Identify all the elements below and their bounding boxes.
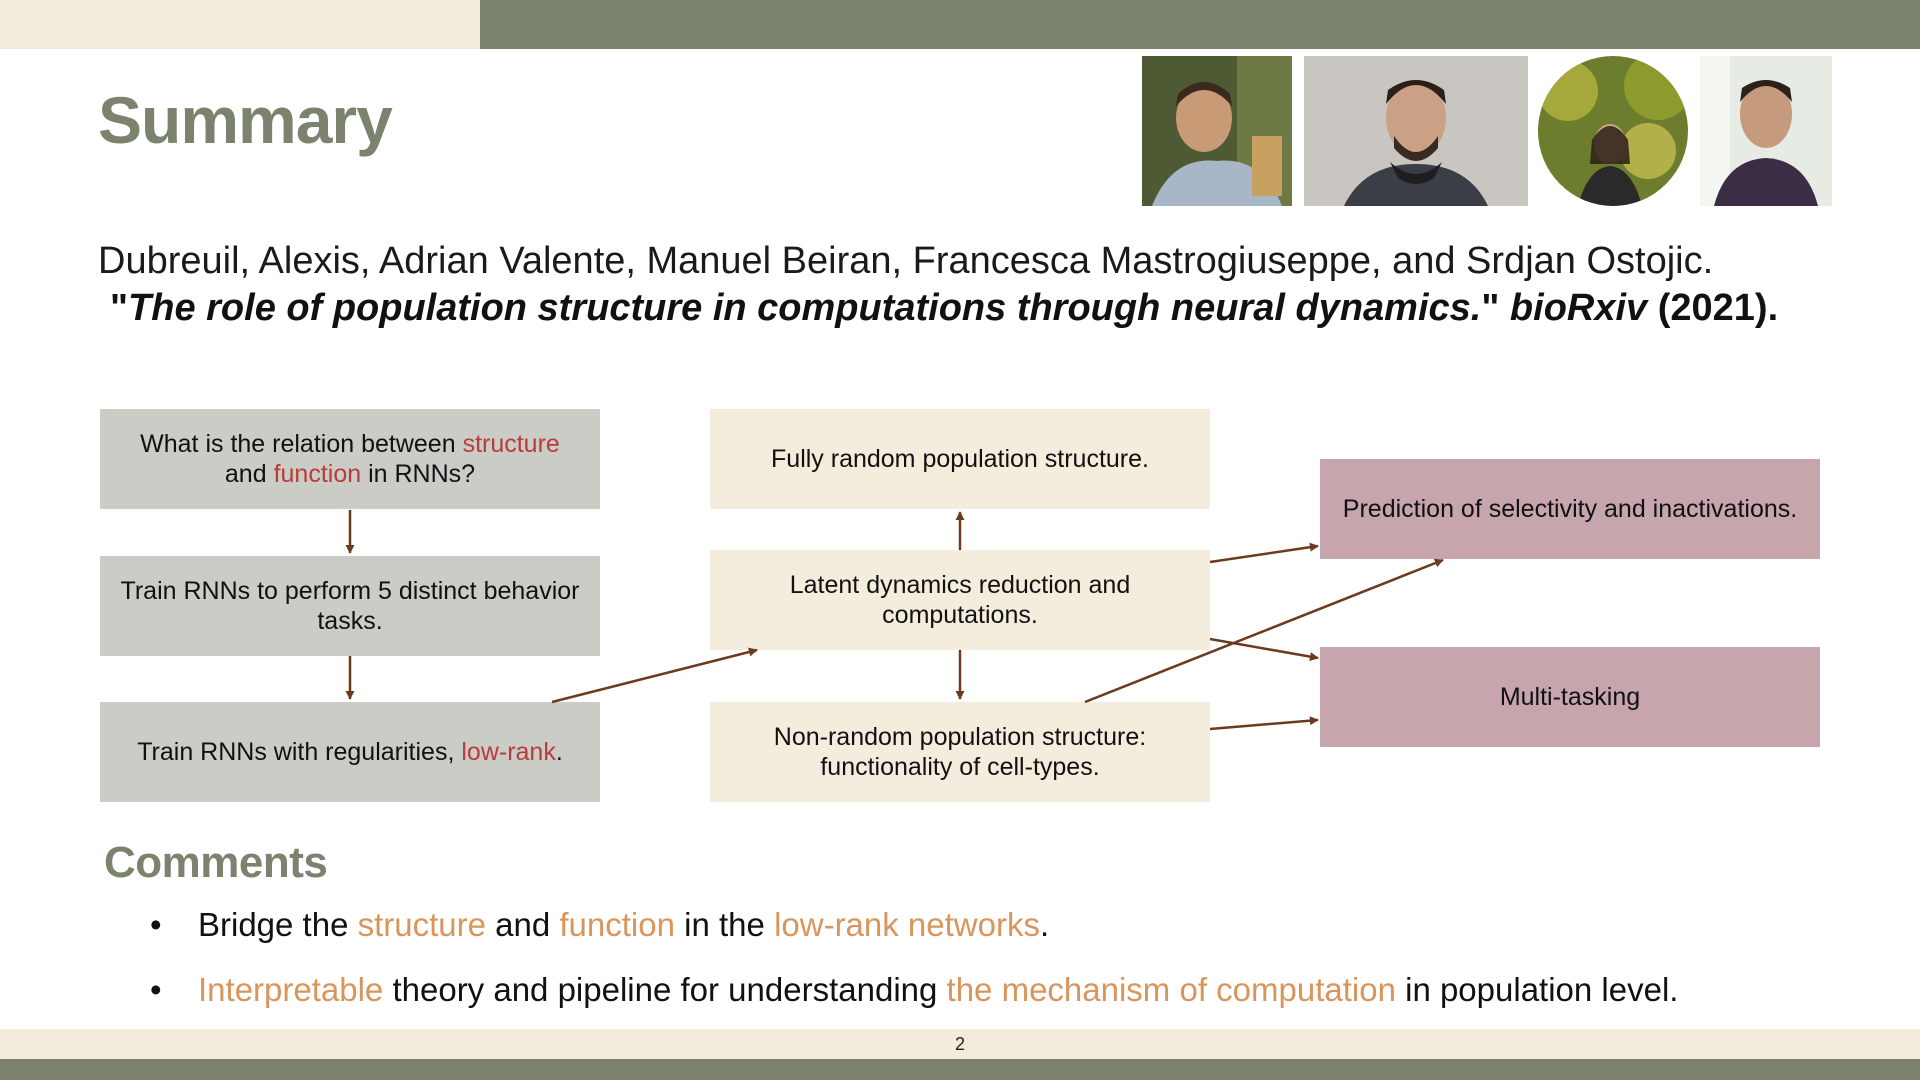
comment-item-1: • Bridge the structure and function in th… — [150, 905, 1678, 945]
comments-list: • Bridge the structure and function in th… — [150, 905, 1678, 1035]
comment-1-text-2: and — [485, 906, 560, 943]
bullet-dot: • — [150, 906, 162, 943]
box-fully-random: Fully random population structure. — [710, 409, 1210, 509]
arrow-latent-to-prediction — [1209, 542, 1319, 564]
comment-1-text-3: in the — [674, 906, 775, 943]
train-tasks-text: Train RNNs to perform 5 distinct behavio… — [120, 577, 580, 635]
train-reg-lowrank: low-rank — [461, 738, 556, 766]
quote-close: " — [1481, 287, 1510, 329]
citation-paper-title: The role of population structure in comp… — [128, 287, 1482, 329]
q-text-end: in RNNs? — [361, 460, 476, 488]
prediction-text: Prediction of selectivity and inactivati… — [1342, 495, 1798, 523]
comment-1-lowrank: low-rank networks — [774, 906, 1040, 943]
comment-1-end: . — [1039, 906, 1050, 943]
multitask-text: Multi-tasking — [1499, 683, 1641, 711]
author-photo-3 — [1538, 56, 1688, 206]
comment-2-interpretable: Interpretable — [198, 971, 384, 1008]
citation-paper: "The role of population structure in com… — [98, 285, 1888, 332]
comment-1-structure: structure — [357, 906, 486, 943]
box-prediction: Prediction of selectivity and inactivati… — [1320, 459, 1820, 559]
citation-authors: Dubreuil, Alexis, Adrian Valente, Manuel… — [98, 240, 1714, 282]
footer-bar-dark — [0, 1059, 1920, 1080]
q-text-function: function — [273, 460, 362, 488]
page-number: 2 — [954, 1034, 965, 1054]
author-photo-4 — [1700, 56, 1832, 206]
author-photo-2 — [1304, 56, 1528, 206]
box-train-tasks: Train RNNs to perform 5 distinct behavio… — [100, 556, 600, 656]
comment-2-mechanism: the mechanism of computation — [946, 971, 1396, 1008]
latent-text: Latent dynamics reduction and computatio… — [789, 571, 1131, 629]
comment-item-2: • Interpretable theory and pipeline for u… — [150, 970, 1678, 1010]
comment-2-text-1: theory and pipeline for understanding — [383, 971, 947, 1008]
box-research-question: What is the relation between structure a… — [100, 409, 600, 509]
comment-1-function: function — [559, 906, 675, 943]
author-photo-1 — [1142, 56, 1292, 206]
arrow-nonrandom-to-multitask — [1209, 716, 1319, 731]
footer-bar-light — [0, 1029, 1920, 1059]
non-random-text: Non-random population structure: functio… — [773, 723, 1147, 781]
arrow-latent-to-multitask — [1209, 637, 1319, 662]
box-train-regularities: Train RNNs with regularities, low-rank. — [100, 702, 600, 802]
box-multitasking: Multi-tasking — [1320, 647, 1820, 747]
train-reg-text: Train RNNs with regularities, — [137, 738, 462, 766]
quote-open: " — [110, 287, 129, 329]
header-bar-dark — [480, 0, 1920, 49]
arrow-regularities-to-latent — [551, 647, 758, 704]
comment-2-end: in population level. — [1395, 971, 1679, 1008]
q-text-structure: structure — [462, 430, 560, 458]
q-text-1: What is the relation between — [140, 430, 463, 458]
slide-title: Summary — [98, 83, 393, 157]
paper-citation: Dubreuil, Alexis, Adrian Valente, Manuel… — [98, 238, 1888, 332]
bullet-dot: • — [150, 971, 162, 1008]
comment-1-text-1: Bridge the — [198, 906, 358, 943]
citation-year: (2021). — [1647, 287, 1779, 329]
train-reg-end: . — [555, 738, 563, 766]
fully-random-text: Fully random population structure. — [771, 445, 1149, 473]
comments-heading: Comments — [104, 838, 328, 887]
box-latent-dynamics: Latent dynamics reduction and computatio… — [710, 550, 1210, 650]
box-non-random: Non-random population structure: functio… — [710, 702, 1210, 802]
header-bar-light — [0, 0, 480, 49]
q-text-and: and — [224, 460, 274, 488]
citation-venue: bioRxiv — [1509, 287, 1648, 329]
